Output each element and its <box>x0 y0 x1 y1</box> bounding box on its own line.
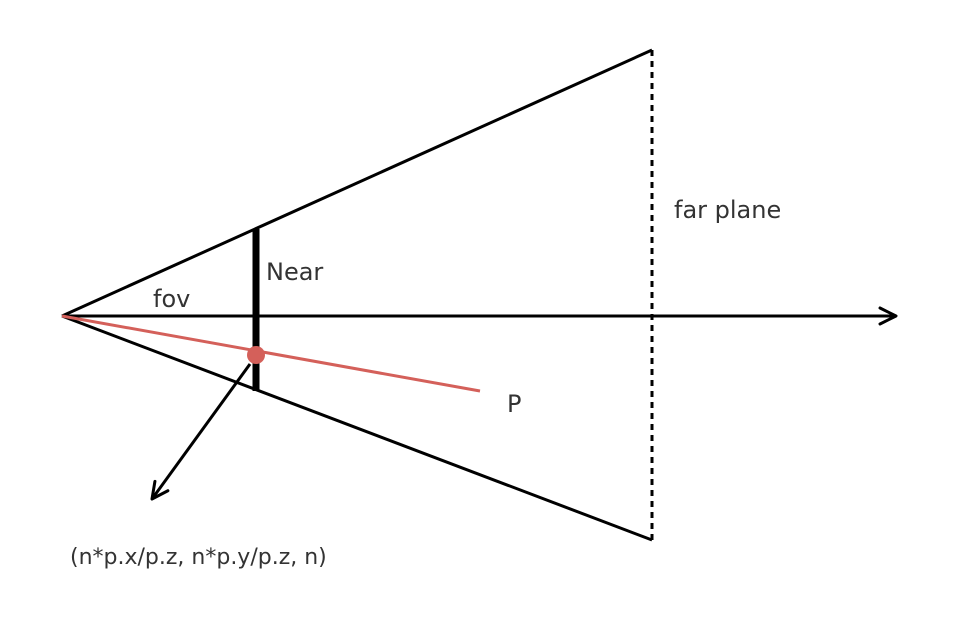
fov-label: fov <box>153 285 190 313</box>
frustum-top-edge <box>61 48 653 318</box>
point-p-label: P <box>507 390 521 418</box>
projection-formula: (n*p.x/p.z, n*p.y/p.z, n) <box>70 545 327 570</box>
projection-arrow <box>150 363 252 501</box>
projected-point <box>247 346 265 364</box>
ray-to-point <box>61 314 481 393</box>
near-label: Near <box>266 258 323 286</box>
far-plane-label: far plane <box>674 196 781 224</box>
frustum-bottom-edge <box>61 314 653 542</box>
